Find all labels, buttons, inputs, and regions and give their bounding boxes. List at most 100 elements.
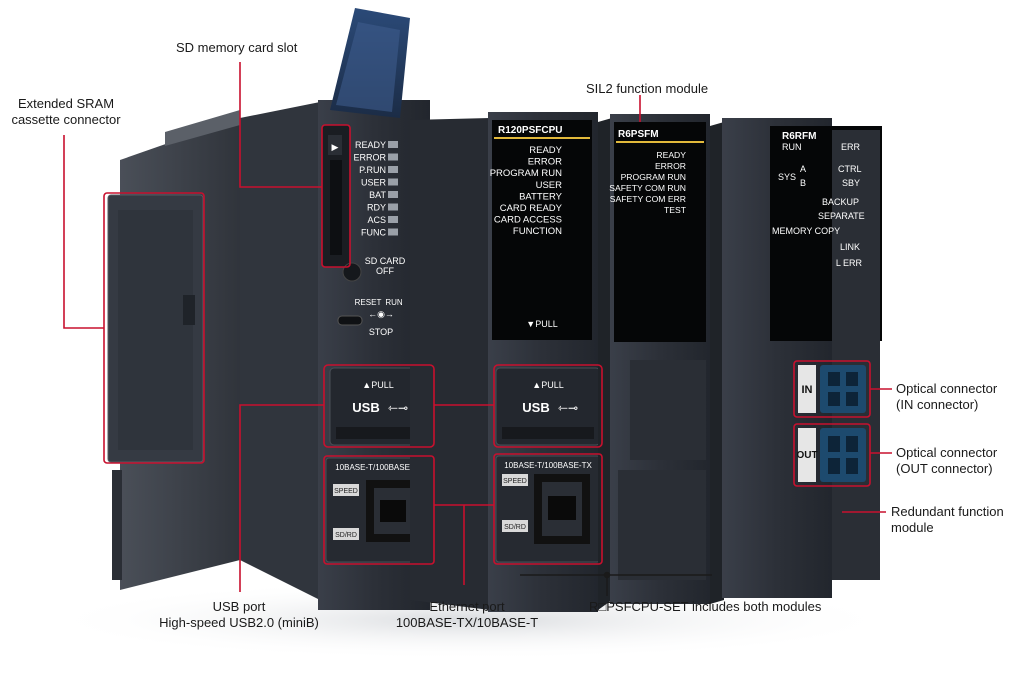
rfm-module: R6RFM RUN ERR SYS A B CTRL SBY BACKUP SE… bbox=[710, 118, 882, 604]
sby-label: SBY bbox=[842, 178, 860, 188]
sdrd-label: SD/RD bbox=[335, 532, 357, 539]
ethernet-callout: Ethernet port 100BASE-TX/10BASE-T bbox=[390, 599, 544, 631]
redundant-line1: Redundant function bbox=[891, 504, 1004, 519]
svg-text:▶: ▶ bbox=[332, 142, 339, 152]
sd-card-off-button[interactable] bbox=[342, 262, 362, 282]
redundant-line2: module bbox=[891, 520, 934, 535]
backup-label: BACKUP bbox=[822, 197, 859, 207]
led-lamp bbox=[388, 203, 398, 211]
sil2-callout-text: SIL2 function module bbox=[586, 81, 709, 96]
in-label: IN bbox=[802, 384, 813, 396]
ethernet-callout-line2: 100BASE-TX/10BASE-T bbox=[395, 615, 539, 630]
pull-label: ▲PULL bbox=[532, 380, 563, 390]
optical-in-connector[interactable] bbox=[820, 365, 866, 413]
led-label-bat: BAT bbox=[369, 190, 386, 200]
off-label: OFF bbox=[376, 266, 394, 276]
l-err-label: L ERR bbox=[836, 258, 863, 268]
optical-out-callout: Optical connector (OUT connector) bbox=[896, 445, 997, 477]
led-label-error: ERROR bbox=[655, 161, 686, 171]
usb-icon: ⇽⊸ bbox=[388, 401, 408, 415]
sd-card-label: SD CARD bbox=[365, 256, 406, 266]
psfcpu-name: R120PSFCPU bbox=[498, 125, 562, 136]
ctrl-label: CTRL bbox=[838, 164, 862, 174]
led-label-battery: BATTERY bbox=[519, 191, 563, 202]
led-lamp bbox=[388, 153, 398, 161]
led-label-user: USER bbox=[536, 180, 563, 191]
led-label-acs: ACS bbox=[367, 215, 386, 225]
led-label-card-access: CARD ACCESS bbox=[494, 215, 562, 226]
led-label-error: ERROR bbox=[353, 153, 386, 163]
run-label: RUN bbox=[385, 298, 403, 307]
usb-callout: USB port High-speed USB2.0 (miniB) bbox=[146, 599, 332, 631]
optical-in-line2: (IN connector) bbox=[896, 397, 979, 412]
sil2-callout: SIL2 function module bbox=[586, 81, 708, 97]
led-label-user: USER bbox=[361, 178, 387, 188]
base-module bbox=[107, 110, 240, 590]
callout-lines bbox=[63, 62, 892, 592]
eth-label: 10BASE-T/100BASE-TX bbox=[504, 461, 592, 470]
led-label-ready: READY bbox=[656, 150, 686, 160]
led-lamp bbox=[388, 178, 398, 186]
link-label: LINK bbox=[840, 242, 860, 252]
led-label-program-run: PROGRAM RUN bbox=[490, 168, 562, 179]
optical-in-line1: Optical connector bbox=[896, 381, 998, 396]
rfm-name: R6RFM bbox=[782, 131, 816, 142]
sram-callout-line1: Extended SRAM bbox=[17, 96, 115, 111]
led-label-ready: READY bbox=[355, 140, 386, 150]
ethernet-callout-line1: Ethernet port bbox=[429, 599, 505, 614]
reset-run-switch[interactable] bbox=[337, 315, 363, 326]
led-lamp bbox=[388, 141, 398, 148]
set-note-text: R□PSFCPU-SET includes both modules bbox=[589, 599, 822, 614]
led-label-program-run: PROGRAM RUN bbox=[621, 172, 686, 182]
usb-icon: ⇽⊸ bbox=[558, 401, 578, 415]
led-lamp bbox=[388, 216, 398, 223]
eth-label: 10BASE-T/100BASE-TX bbox=[335, 463, 423, 472]
led-label-function: FUNCTION bbox=[513, 226, 562, 237]
sram-callout: Extended SRAM cassette connector bbox=[6, 96, 126, 128]
led-label-safety-com-err: SAFETY COM ERR bbox=[610, 194, 686, 204]
led-label-rdy: RDY bbox=[367, 203, 386, 213]
usb-label: USB bbox=[352, 400, 379, 415]
led-label-card-ready: CARD READY bbox=[500, 203, 563, 214]
separate-label: SEPARATE bbox=[818, 211, 865, 221]
sd-slot-callout-text: SD memory card slot bbox=[176, 40, 298, 55]
speed-label: SPEED bbox=[334, 488, 358, 495]
led-lamp bbox=[388, 166, 398, 173]
cpu-led-list: READY ERROR P.RUN USER BAT RDY ACS FUNC bbox=[353, 140, 398, 238]
sfm-name: R6PSFM bbox=[618, 129, 659, 140]
optical-out-connector[interactable] bbox=[820, 428, 866, 482]
err-led-label: ERR bbox=[841, 142, 861, 152]
sram-callout-line2: cassette connector bbox=[11, 112, 121, 127]
cpu-module: ▶ READY ERROR P.RUN USER BAT RDY ACS FUNC SD CA… bbox=[240, 8, 433, 610]
sdrd-label: SD/RD bbox=[504, 524, 526, 531]
out-label: OUT bbox=[796, 450, 817, 461]
optical-out-line2: (OUT connector) bbox=[896, 461, 993, 476]
led-label-test: TEST bbox=[664, 205, 687, 215]
set-bracket bbox=[520, 571, 712, 596]
pull-label: ▲PULL bbox=[362, 380, 393, 390]
led-lamp bbox=[388, 228, 398, 236]
optical-out-line1: Optical connector bbox=[896, 445, 998, 460]
reset-label: RESET bbox=[355, 298, 382, 307]
stop-label: STOP bbox=[369, 327, 393, 337]
led-label-p-run: P.RUN bbox=[359, 165, 386, 175]
b-label: B bbox=[800, 178, 806, 188]
sd-slot-callout: SD memory card slot bbox=[176, 40, 297, 56]
a-label: A bbox=[800, 164, 806, 174]
redundant-callout: Redundant function module bbox=[891, 504, 1004, 536]
led-label-error: ERROR bbox=[528, 157, 562, 168]
led-label-ready: READY bbox=[529, 145, 562, 156]
set-note-callout: R□PSFCPU-SET includes both modules bbox=[589, 599, 821, 615]
optical-in-callout: Optical connector (IN connector) bbox=[896, 381, 997, 413]
run-led-label: RUN bbox=[782, 142, 802, 152]
led-label-func: FUNC bbox=[361, 228, 386, 238]
memory-copy-label: MEMORY COPY bbox=[772, 226, 840, 236]
led-label-safety-com-run: SAFETY COM RUN bbox=[609, 183, 686, 193]
usb-label: USB bbox=[522, 400, 549, 415]
